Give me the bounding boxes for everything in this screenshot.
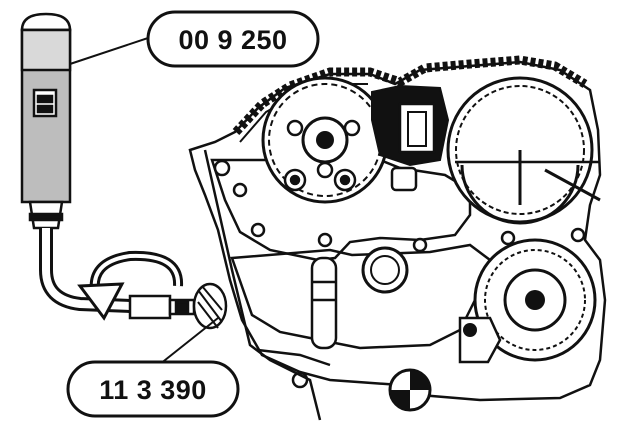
center-seal bbox=[361, 246, 409, 294]
adapter-tool bbox=[128, 282, 228, 330]
crank-roundel bbox=[388, 368, 432, 412]
callout-top: 00 9 250 bbox=[69, 10, 320, 68]
callout-bottom-box bbox=[66, 360, 240, 418]
cover-plate bbox=[210, 158, 472, 262]
callout-top-label: 00 9 250 bbox=[178, 25, 287, 55]
callout-top-box bbox=[146, 10, 320, 68]
lower-pulley bbox=[458, 238, 597, 364]
rotate-arrow-icon bbox=[77, 250, 184, 321]
oil-pipe bbox=[310, 256, 338, 350]
callout-bottom: 11 3 390 bbox=[66, 317, 240, 418]
cover-lower-plate bbox=[230, 243, 492, 350]
flex-shaft bbox=[39, 228, 131, 313]
cover-bolts bbox=[213, 159, 586, 389]
callout-bottom-label: 11 3 390 bbox=[99, 375, 207, 405]
harness-line bbox=[203, 149, 331, 421]
exhaust-sprocket bbox=[446, 76, 601, 225]
torque-handle bbox=[20, 12, 72, 230]
chain-tensioner bbox=[371, 84, 450, 167]
intake-sprocket bbox=[261, 76, 389, 204]
